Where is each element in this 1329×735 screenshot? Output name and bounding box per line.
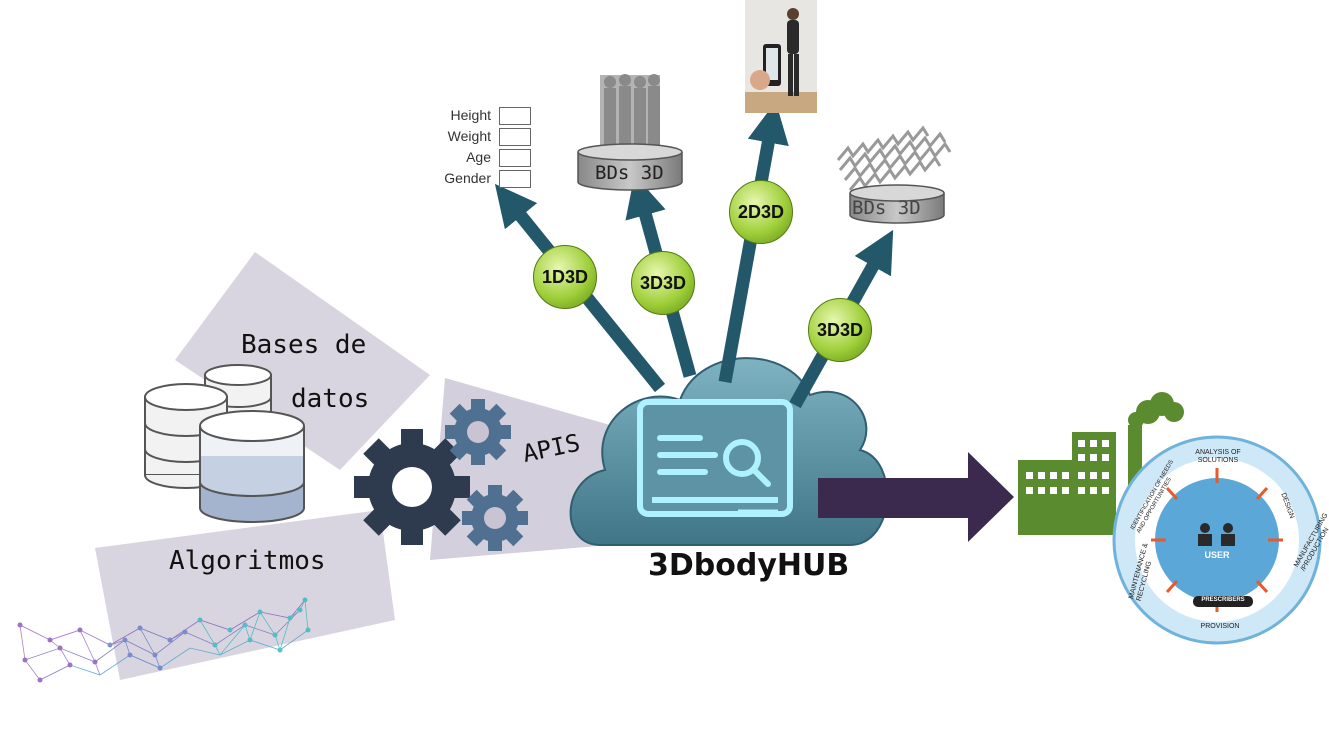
node-2d3d-label: 2D3D — [737, 202, 785, 222]
databases-panel — [175, 252, 430, 470]
form-label-weight: Weight — [447, 128, 491, 144]
arrow-2d3d — [718, 101, 789, 384]
large-gear-icon — [354, 429, 470, 545]
node-3d3d-right: 3D3D — [808, 298, 872, 362]
hub-title: 3DbodyHUB — [648, 548, 850, 583]
3d-db-label-2: BDs 3D — [852, 197, 921, 219]
node-3d3d-right-label: 3D3D — [816, 320, 864, 340]
databases-label-line2: datos — [291, 384, 370, 414]
cycle-segment-analysis: ANALYSIS OF SOLUTIONS — [1195, 449, 1241, 464]
small-gear-top-icon — [445, 399, 511, 465]
algorithms-label: Algoritmos — [169, 546, 326, 576]
node-1d3d-label: 1D3D — [541, 267, 589, 287]
small-gear-bottom-icon — [462, 485, 528, 551]
cloud-hub-icon — [569, 357, 889, 546]
databases-label-line1: Bases de — [241, 330, 367, 360]
network-graph-icon — [17, 597, 311, 683]
person-photo — [745, 0, 817, 113]
3d-db-label-1: BDs 3D — [595, 162, 664, 184]
factory-icon — [1018, 392, 1184, 535]
form-label-age: Age — [466, 149, 491, 165]
age-field — [499, 149, 531, 167]
cycle-segment-provision: PROVISION — [1200, 623, 1240, 630]
search-icon — [657, 435, 771, 487]
cycle-diagram — [1112, 435, 1322, 645]
form-label-gender: Gender — [444, 170, 491, 186]
3d-database-2-icon — [836, 125, 952, 224]
weight-field — [499, 128, 531, 146]
height-field — [499, 107, 531, 125]
output-arrow — [818, 452, 1014, 542]
node-3d3d-left-label: 3D3D — [639, 273, 687, 293]
algorithms-panel — [95, 510, 395, 680]
node-1d3d: 1D3D — [533, 245, 597, 309]
3d-database-1-icon — [577, 74, 683, 191]
cycle-center-label: USER — [1204, 550, 1230, 560]
database-stack-icon — [144, 364, 305, 523]
form-label-height: Height — [450, 107, 491, 123]
gender-field — [499, 170, 531, 188]
cycle-badge-label: PRESCRIBERS — [1201, 597, 1245, 603]
node-3d3d-left: 3D3D — [631, 251, 695, 315]
node-2d3d: 2D3D — [729, 180, 793, 244]
